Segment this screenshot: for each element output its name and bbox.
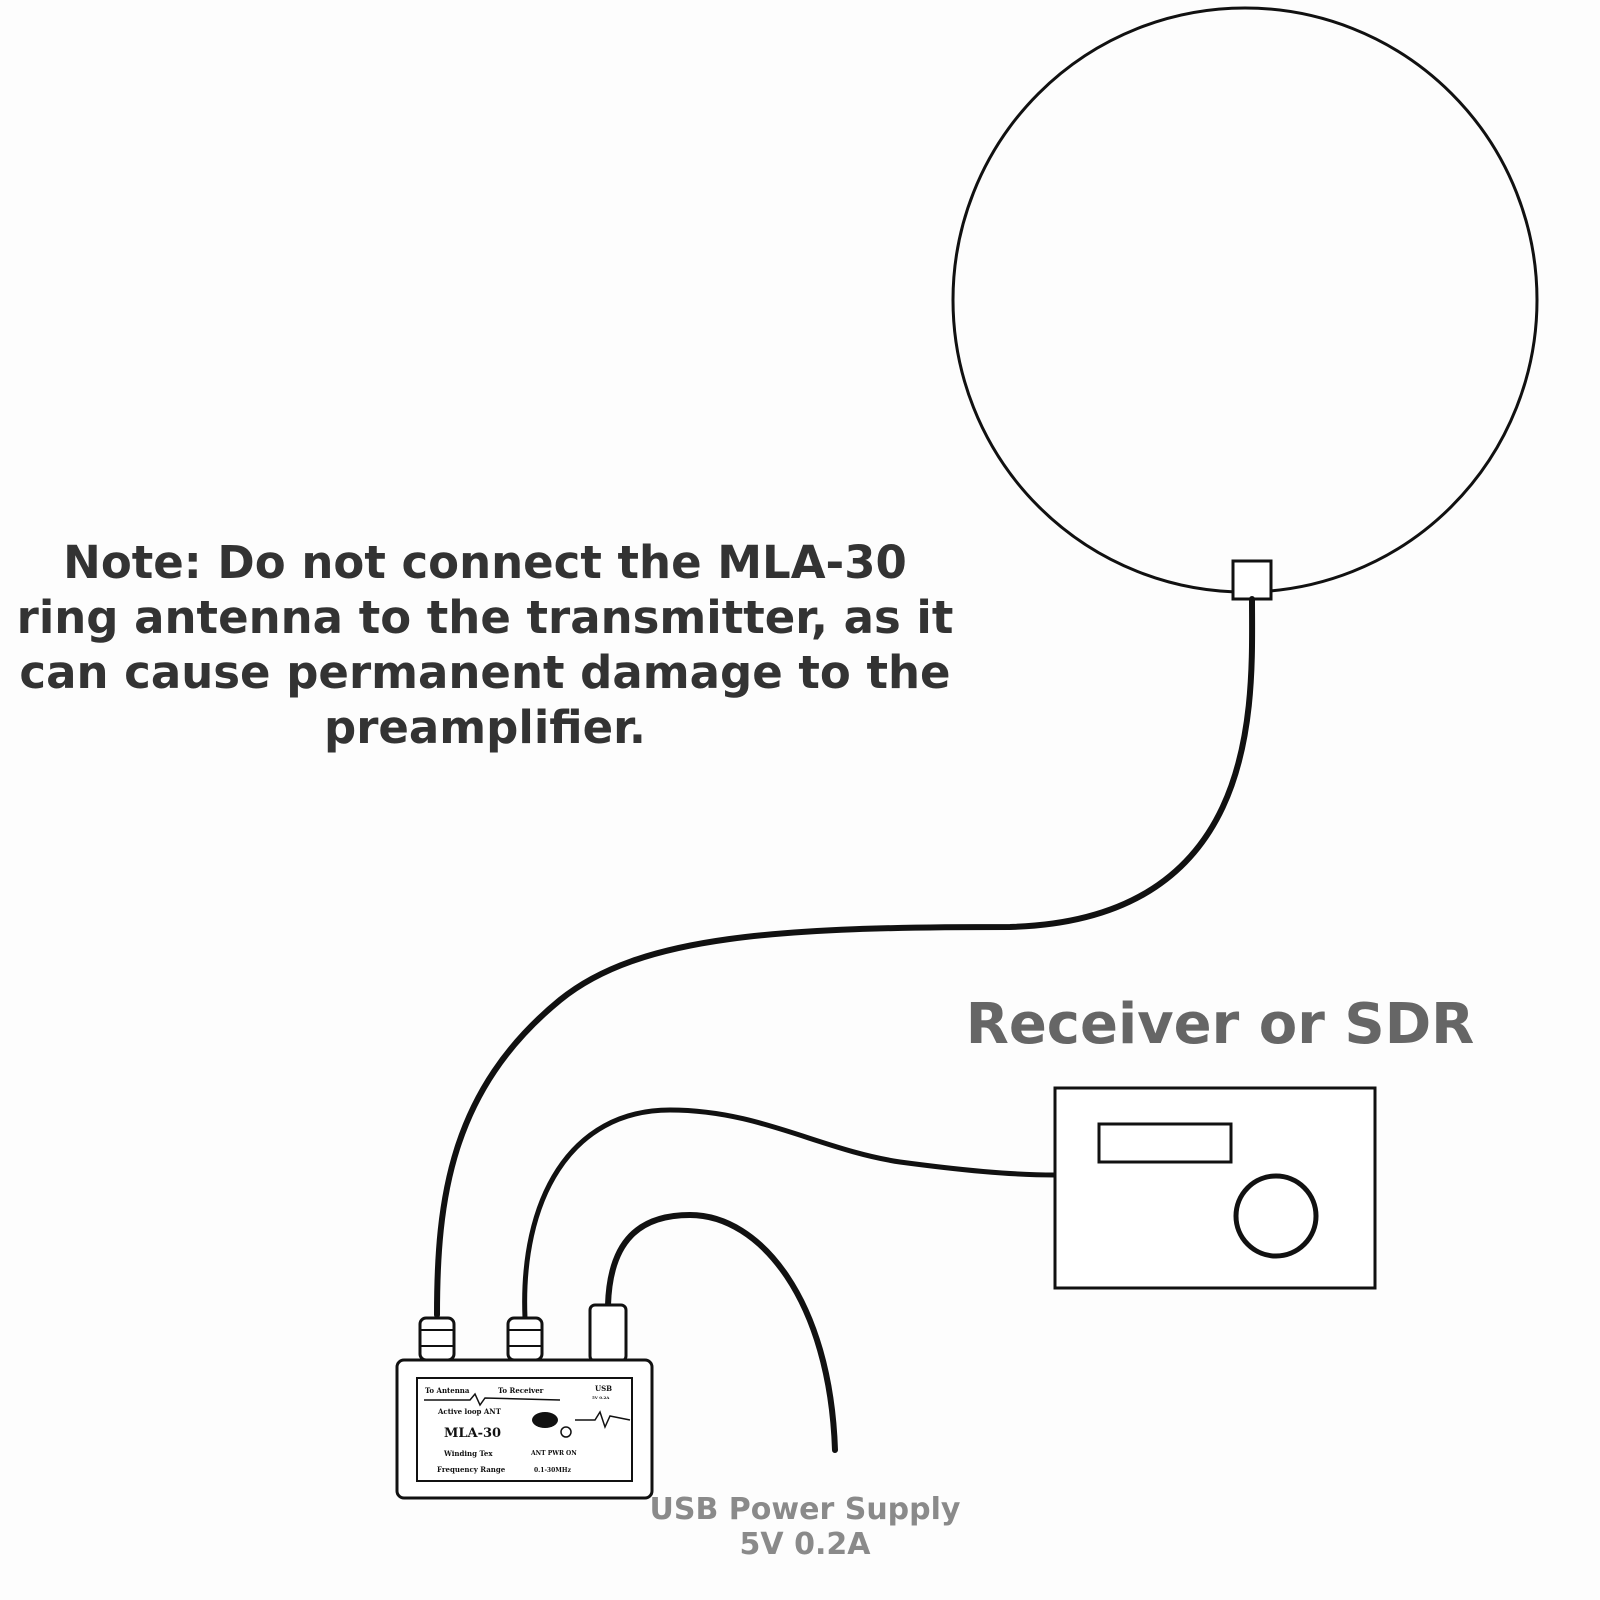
receiver-display: [1097, 1122, 1233, 1164]
receiver-box: [1053, 1086, 1377, 1290]
antenna-cable: [434, 596, 1256, 1318]
receiver-label: Receiver or SDR: [965, 992, 1475, 1057]
usb-power-line2: 5V 0.2A: [739, 1527, 871, 1562]
usb-power-cable: [605, 1211, 838, 1453]
panel-label-winding: Winding Tex: [443, 1449, 493, 1458]
panel-label-usb: USB: [595, 1384, 612, 1393]
panel-power-led: [560, 1426, 572, 1438]
usb-power-label: USB Power Supply 5V 0.2A: [620, 1492, 990, 1562]
panel-label-receiver: To Receiver: [498, 1386, 544, 1395]
panel-tuning-dial: [532, 1412, 558, 1428]
panel-label-active: Active loop ANT: [437, 1407, 502, 1416]
receiver-body: [1053, 1086, 1377, 1290]
mla30-panel: [416, 1377, 633, 1482]
usb-connector: [588, 1303, 628, 1363]
receiver-cable: [522, 1107, 1058, 1321]
panel-label-usb-sub: 5V 0.2A: [592, 1395, 610, 1400]
panel-signal-trace: [424, 1392, 631, 1430]
mla30-unit: To Antenna To Receiver USB 5V 0.2A Activ…: [395, 1303, 654, 1500]
receiver-knob: [1233, 1173, 1319, 1259]
panel-model: MLA-30: [444, 1426, 501, 1441]
antenna-connector: [418, 1316, 456, 1362]
usb-power-line1: USB Power Supply: [649, 1492, 961, 1527]
receiver-connector: [506, 1316, 544, 1362]
panel-label-freq: Frequency Range: [437, 1465, 506, 1474]
panel-label-indicators: ANT PWR ON: [530, 1450, 577, 1457]
warning-note: Note: Do not connect the MLA-30 ring ant…: [16, 536, 954, 754]
loop-antenna-ring: [951, 6, 1539, 594]
panel-label-antenna: To Antenna: [425, 1386, 470, 1395]
panel-label-range: 0.1-30MHz: [534, 1467, 572, 1474]
antenna-feed-box: [1231, 559, 1273, 601]
